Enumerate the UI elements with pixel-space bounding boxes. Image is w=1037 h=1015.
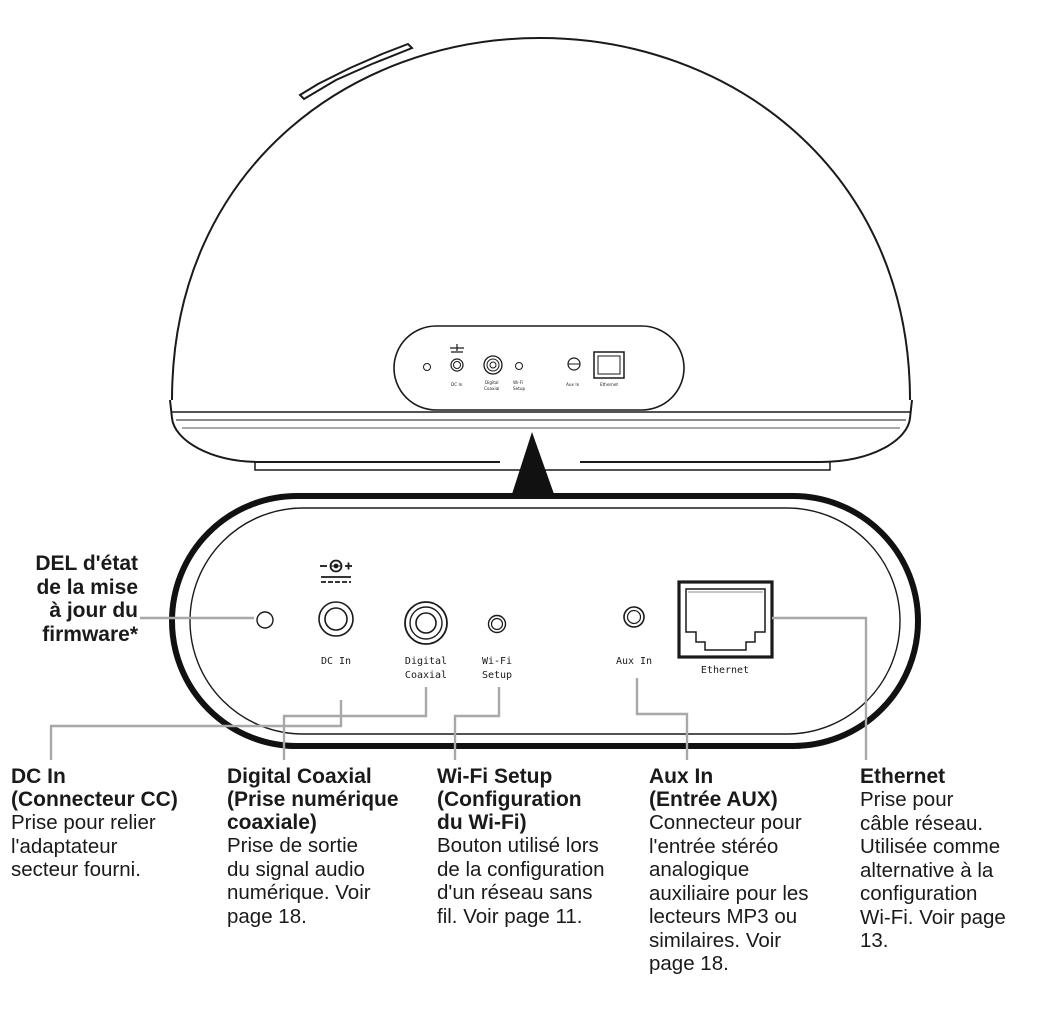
mini-port-panel: DC In Digital Coaxial Wi-Fi Setup Aux In…: [393, 325, 685, 411]
mini-label-dc: DC In: [451, 382, 463, 387]
port-label-aux-in: Aux In: [616, 656, 652, 667]
mini-label-eth: Ethernet: [600, 382, 618, 387]
port-label-dc-in: DC In: [321, 656, 351, 667]
callout-ethernet: Ethernet Prise pour câble réseau. Utilis…: [860, 765, 1006, 953]
leader-digital-coaxial: [282, 687, 428, 760]
wifi-setup-button: [487, 614, 507, 634]
dc-in-jack: [318, 601, 354, 637]
dome-outline: [171, 36, 911, 401]
callout-ethernet-title: Ethernet: [860, 765, 946, 788]
leader-wifi-setup: [453, 687, 501, 760]
callout-dc-in: DC In (Connecteur CC) Prise pour relier …: [11, 765, 178, 882]
callout-aux-in: Aux In (Entrée AUX) Connecteur pour l'en…: [649, 765, 809, 976]
leader-lines: [49, 616, 868, 760]
callout-digital-coaxial-title: Digital Coaxial (Prise numérique coaxial…: [227, 765, 399, 834]
dc-polarity-icon: [320, 559, 352, 583]
callout-wifi-setup-desc: Bouton utilisé lors de la configuration …: [437, 834, 605, 928]
digital-coaxial-jack: [404, 601, 448, 645]
callout-digital-coaxial-desc: Prise de sortie du signal audio numériqu…: [227, 834, 371, 928]
ethernet-port: [677, 580, 774, 659]
dome-right-rim: [580, 399, 913, 463]
leader-dc-in: [49, 700, 343, 760]
callout-wifi-setup: Wi-Fi Setup (Configuration du Wi-Fi) Bou…: [437, 765, 605, 928]
callout-dc-in-desc: Prise pour relier l'adaptateur secteur f…: [11, 811, 156, 881]
enlarged-port-panel: [169, 493, 921, 749]
callout-digital-coaxial: Digital Coaxial (Prise numérique coaxial…: [227, 765, 399, 928]
callout-dc-in-title: DC In (Connecteur CC): [11, 765, 178, 811]
port-label-digital: Digital: [405, 656, 447, 667]
zoom-arrow: [512, 432, 554, 494]
port-label-coaxial: Coaxial: [405, 670, 447, 681]
mini-label-coax-2: Coaxial: [484, 386, 499, 391]
aux-in-jack: [623, 606, 645, 628]
mini-label-aux: Aux In: [566, 382, 580, 387]
mini-label-wifi-1: Wi-Fi: [513, 380, 523, 385]
speaker-dome: [169, 36, 913, 471]
port-label-setup: Setup: [482, 670, 512, 681]
callout-ethernet-desc: Prise pour câble réseau. Utilisée comme …: [860, 788, 1006, 952]
firmware-led: [256, 611, 274, 629]
leader-ethernet: [772, 616, 868, 760]
callout-aux-in-title: Aux In (Entrée AUX): [649, 765, 778, 811]
leader-aux-in: [635, 678, 689, 760]
port-label-wifi: Wi-Fi: [482, 656, 512, 667]
callout-firmware-led: DEL d'état de la mise à jour du firmware…: [35, 552, 138, 646]
port-label-ethernet: Ethernet: [701, 665, 749, 676]
mini-label-wifi-2: Setup: [513, 386, 526, 391]
dome-left-rim: [169, 399, 500, 463]
dome-top-buttons: [298, 42, 414, 101]
mini-label-coax-1: Digital: [485, 380, 499, 385]
callout-wifi-setup-title: Wi-Fi Setup (Configuration du Wi-Fi): [437, 765, 582, 834]
callout-aux-in-desc: Connecteur pour l'entrée stéréo analogiq…: [649, 811, 809, 975]
